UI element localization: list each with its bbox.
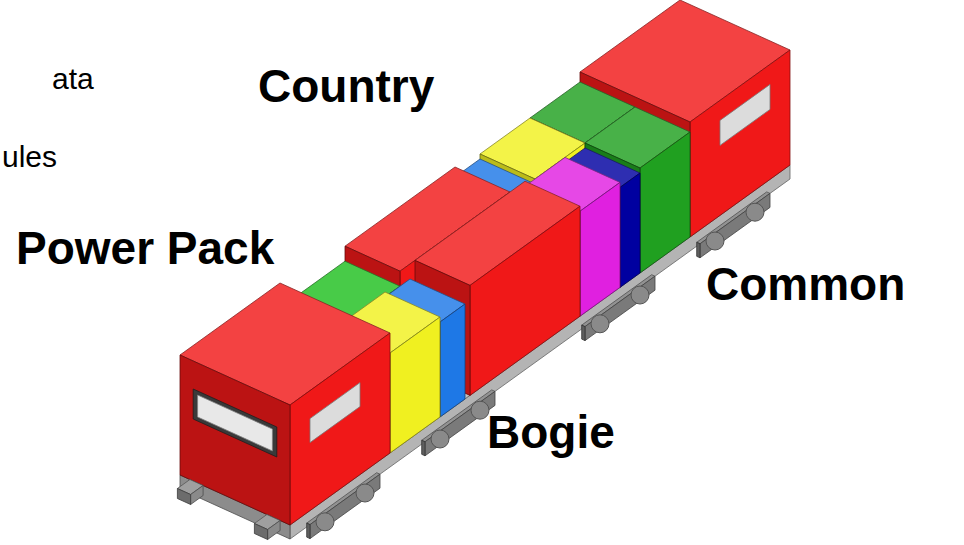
rear-cab-side [690, 50, 790, 237]
module-group-label: Power Pack [16, 222, 274, 275]
wheel [356, 484, 374, 502]
module-group-label: Bogie [487, 406, 615, 459]
wheel [591, 315, 609, 333]
wheel [746, 203, 764, 221]
wheel [316, 513, 334, 531]
front-cab-side-window [310, 383, 360, 443]
front-cab-end [180, 355, 290, 525]
bogie-frame-end [422, 440, 425, 456]
wheel [471, 401, 489, 419]
module-side [640, 132, 690, 273]
slide-text-fragment: ules [2, 140, 57, 175]
wheel [706, 232, 724, 250]
slide-text-fragment: ata [52, 62, 94, 97]
buffer-side [191, 486, 204, 505]
bogie-frame-end [582, 325, 585, 341]
rear-cab-window [720, 84, 770, 145]
module-side [620, 173, 640, 287]
bogie-frame-end [697, 242, 700, 257]
module-side [440, 304, 465, 417]
buffer-side [268, 521, 281, 540]
windshield-frame [193, 389, 277, 457]
module-group-label: Common [706, 258, 905, 311]
module-side [470, 206, 580, 395]
wheel [631, 286, 649, 304]
module-side [390, 317, 440, 453]
windshield [198, 395, 273, 451]
wheel [431, 430, 449, 448]
module-side [580, 182, 620, 316]
buffer-end [254, 524, 267, 540]
front-cab-side [290, 333, 390, 525]
buffer-end [177, 489, 190, 505]
module-group-label: Country [258, 60, 434, 113]
deck-frame-side [290, 165, 790, 539]
bogie-frame-end [307, 523, 310, 539]
